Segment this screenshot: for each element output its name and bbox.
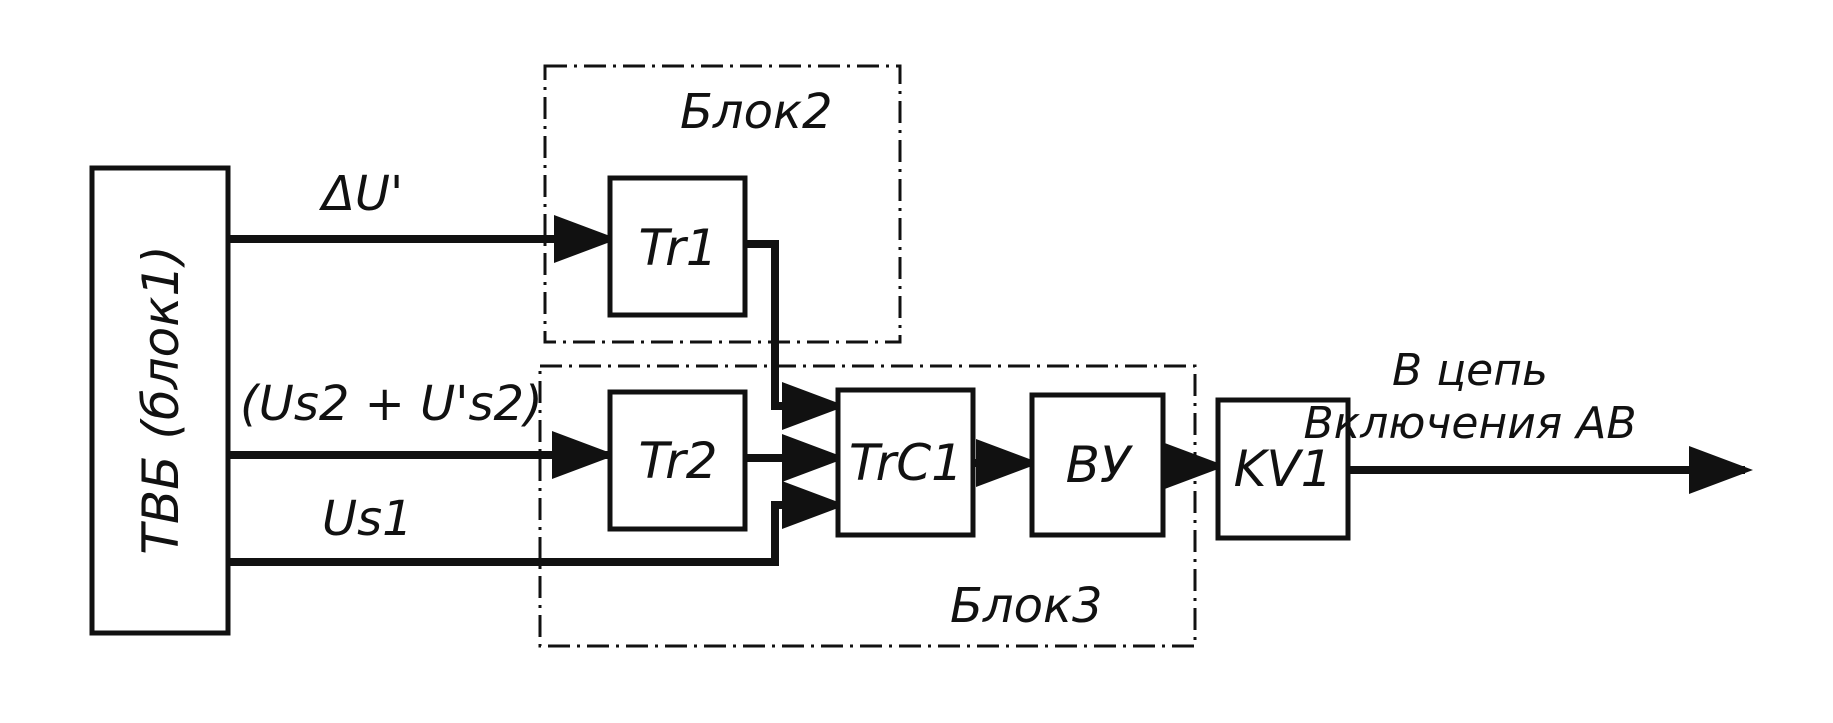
tr1-block (607, 175, 748, 318)
kv1-block (1215, 397, 1351, 541)
tr2-label: Tr2 (638, 432, 717, 490)
delta-u-label: ΔU' (318, 166, 403, 222)
trc1-block (835, 387, 976, 538)
kv1-label: KV1 (1234, 440, 1333, 498)
us2-sum-label: (Us2 + U's2) (240, 376, 543, 432)
block3-label: Блок3 (950, 578, 1103, 634)
tr1-label: Tr1 (638, 219, 717, 277)
tr2-block (607, 389, 748, 532)
tvb-label: ТВБ (блок1) (132, 245, 190, 554)
wire-us1 (228, 481, 846, 566)
us1-label: Us1 (322, 491, 413, 547)
output-line1: В цепь (1392, 345, 1548, 396)
trc1-label: TrC1 (849, 434, 963, 492)
wire-tr1-to-trc1 (745, 240, 846, 430)
vu-block (1029, 392, 1166, 538)
block2-frame (543, 64, 902, 344)
block3-frame (538, 364, 1197, 648)
vu-label: ВУ (1066, 436, 1134, 494)
output-line2: Включения АВ (1303, 398, 1636, 449)
tvb-block (89, 165, 231, 636)
block2-label: Блок2 (680, 84, 833, 140)
